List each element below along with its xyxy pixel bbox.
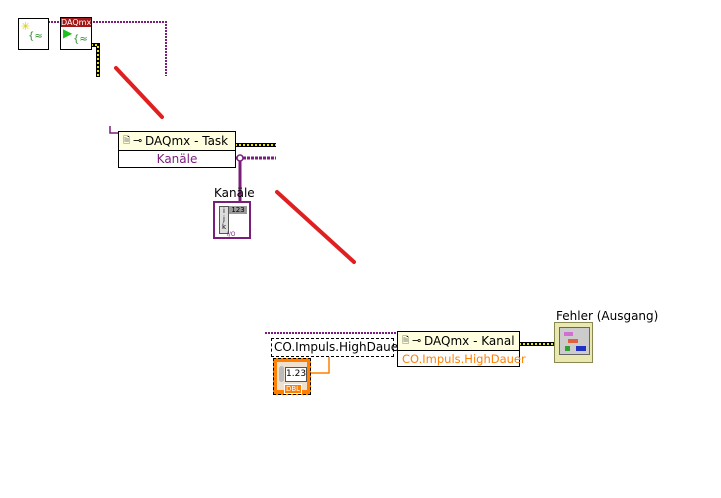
daqmx-header: DAQmx xyxy=(61,18,92,27)
error-out-label: Fehler (Ausgang) xyxy=(556,309,659,323)
property-node-title: DAQmx - Kanal xyxy=(424,334,515,348)
task-property-node[interactable]: 🗎 ⊸ DAQmx - Task Kanäle xyxy=(118,131,236,168)
doc-icon: 🗎 xyxy=(402,336,410,346)
key-icon: ⊸ xyxy=(412,334,422,347)
dbl-wire xyxy=(310,356,330,374)
dbl-badge: DBL xyxy=(284,384,302,394)
error-out-indicator[interactable] xyxy=(554,322,593,363)
property-co-impuls-highdauer[interactable]: CO.Impuls.HighDauer xyxy=(402,352,526,366)
annotation-strike-2 xyxy=(275,190,356,264)
property-name-constant[interactable]: CO.Impuls.HighDauer xyxy=(271,338,403,357)
play-icon: ▶ xyxy=(63,26,73,40)
waveform-icon: {≈ xyxy=(28,31,43,42)
channel-property-node[interactable]: 🗎 ⊸ DAQmx - Kanal CO.Impuls.HighDauer xyxy=(397,331,526,367)
annotation-strike-1 xyxy=(114,66,164,119)
cluster-icon xyxy=(559,327,590,355)
property-node-title: DAQmx - Task xyxy=(145,134,229,148)
io-badge: I/O xyxy=(227,231,236,238)
type-badge: 123 xyxy=(229,206,247,214)
create-task-node[interactable]: ✳ {≈ xyxy=(18,18,49,50)
kanaele-label: Kanäle xyxy=(214,186,255,200)
key-icon: ⊸ xyxy=(133,134,143,147)
increment-arrows xyxy=(279,366,284,382)
sparkle-icon: ✳ xyxy=(21,20,31,33)
error-wire xyxy=(91,43,100,77)
numeric-control[interactable]: 1.23 DBL xyxy=(273,358,311,395)
start-task-node[interactable]: DAQmx ▶ {≈ xyxy=(60,17,92,50)
refnum-wire-stub xyxy=(109,126,118,134)
property-kanaele[interactable]: Kanäle xyxy=(156,152,198,166)
numeric-value: 1.23 xyxy=(285,367,307,382)
doc-icon: 🗎 xyxy=(123,136,131,146)
waveform-icon: {≈ xyxy=(73,34,88,45)
